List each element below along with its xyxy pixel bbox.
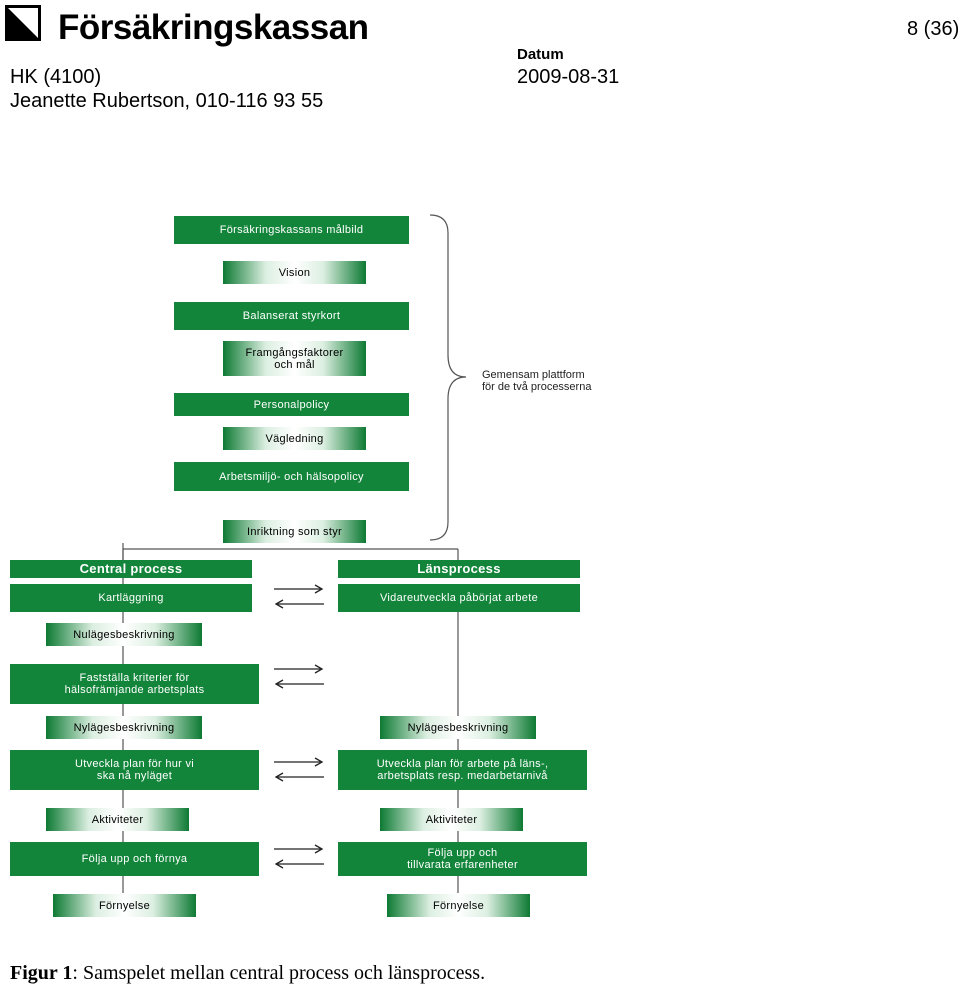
department: HK (4100) xyxy=(10,66,102,88)
box-vagledning: Vägledning xyxy=(223,427,366,450)
box-personalpolicy: Personalpolicy xyxy=(174,393,409,416)
box-fornyelse-lans: Förnyelse xyxy=(387,894,530,917)
box-folja-upp-central: Följa upp och förnya xyxy=(10,842,259,876)
exchange-arrows-2 xyxy=(274,664,324,689)
box-malbild: Försäkringskassans målbild xyxy=(174,216,409,244)
box-utveckla-plan-lans: Utveckla plan för arbete på läns-, arbet… xyxy=(338,750,587,790)
exchange-arrows-1 xyxy=(274,584,324,609)
box-framgangsfaktorer: Framgångsfaktorer och mål xyxy=(223,341,366,376)
box-folja-upp-lans: Följa upp och tillvarata erfarenheter xyxy=(338,842,587,876)
figure-caption: Figur 1: Samspelet mellan central proces… xyxy=(10,962,485,985)
box-balanserat-styrkort: Balanserat styrkort xyxy=(174,302,409,330)
box-inriktning: Inriktning som styr xyxy=(223,520,366,543)
box-vision: Vision xyxy=(223,261,366,284)
box-arbetsmiljopolicy: Arbetsmiljö- och hälsopolicy xyxy=(174,462,409,491)
box-aktiviteter-central: Aktiviteter xyxy=(46,808,189,831)
box-nulagesbeskrivning: Nulägesbeskrivning xyxy=(46,623,202,646)
central-process-title: Central process xyxy=(10,560,252,578)
lansprocess-title: Länsprocess xyxy=(338,560,580,578)
date-value: 2009-08-31 xyxy=(517,66,620,88)
logo-icon xyxy=(5,5,41,41)
platform-label: Gemensam plattform för de två processern… xyxy=(482,369,592,393)
exchange-arrows-3 xyxy=(274,757,324,782)
box-faststalla-kriterier: Fastställa kriterier för hälsofrämjande … xyxy=(10,664,259,704)
box-fornyelse-central: Förnyelse xyxy=(53,894,196,917)
logo-text: Försäkringskassan xyxy=(58,8,369,47)
figure-caption-text: : Samspelet mellan central process och l… xyxy=(72,962,486,984)
box-nylagesbeskrivning-lans: Nylägesbeskrivning xyxy=(380,716,536,739)
box-vidareutveckla: Vidareutveckla påbörjat arbete xyxy=(338,584,580,612)
box-aktiviteter-lans: Aktiviteter xyxy=(380,808,523,831)
platform-brace xyxy=(429,214,467,541)
page-number: 8 (36) xyxy=(907,18,960,40)
date-label: Datum xyxy=(517,46,564,63)
exchange-arrows-4 xyxy=(274,844,324,869)
box-nylagesbeskrivning-central: Nylägesbeskrivning xyxy=(46,716,202,739)
contact: Jeanette Rubertson, 010-116 93 55 xyxy=(10,90,324,112)
box-utveckla-plan-central: Utveckla plan för hur vi ska nå nyläget xyxy=(10,750,259,790)
figure-caption-label: Figur 1 xyxy=(10,962,73,984)
box-kartlaggning: Kartläggning xyxy=(10,584,252,612)
